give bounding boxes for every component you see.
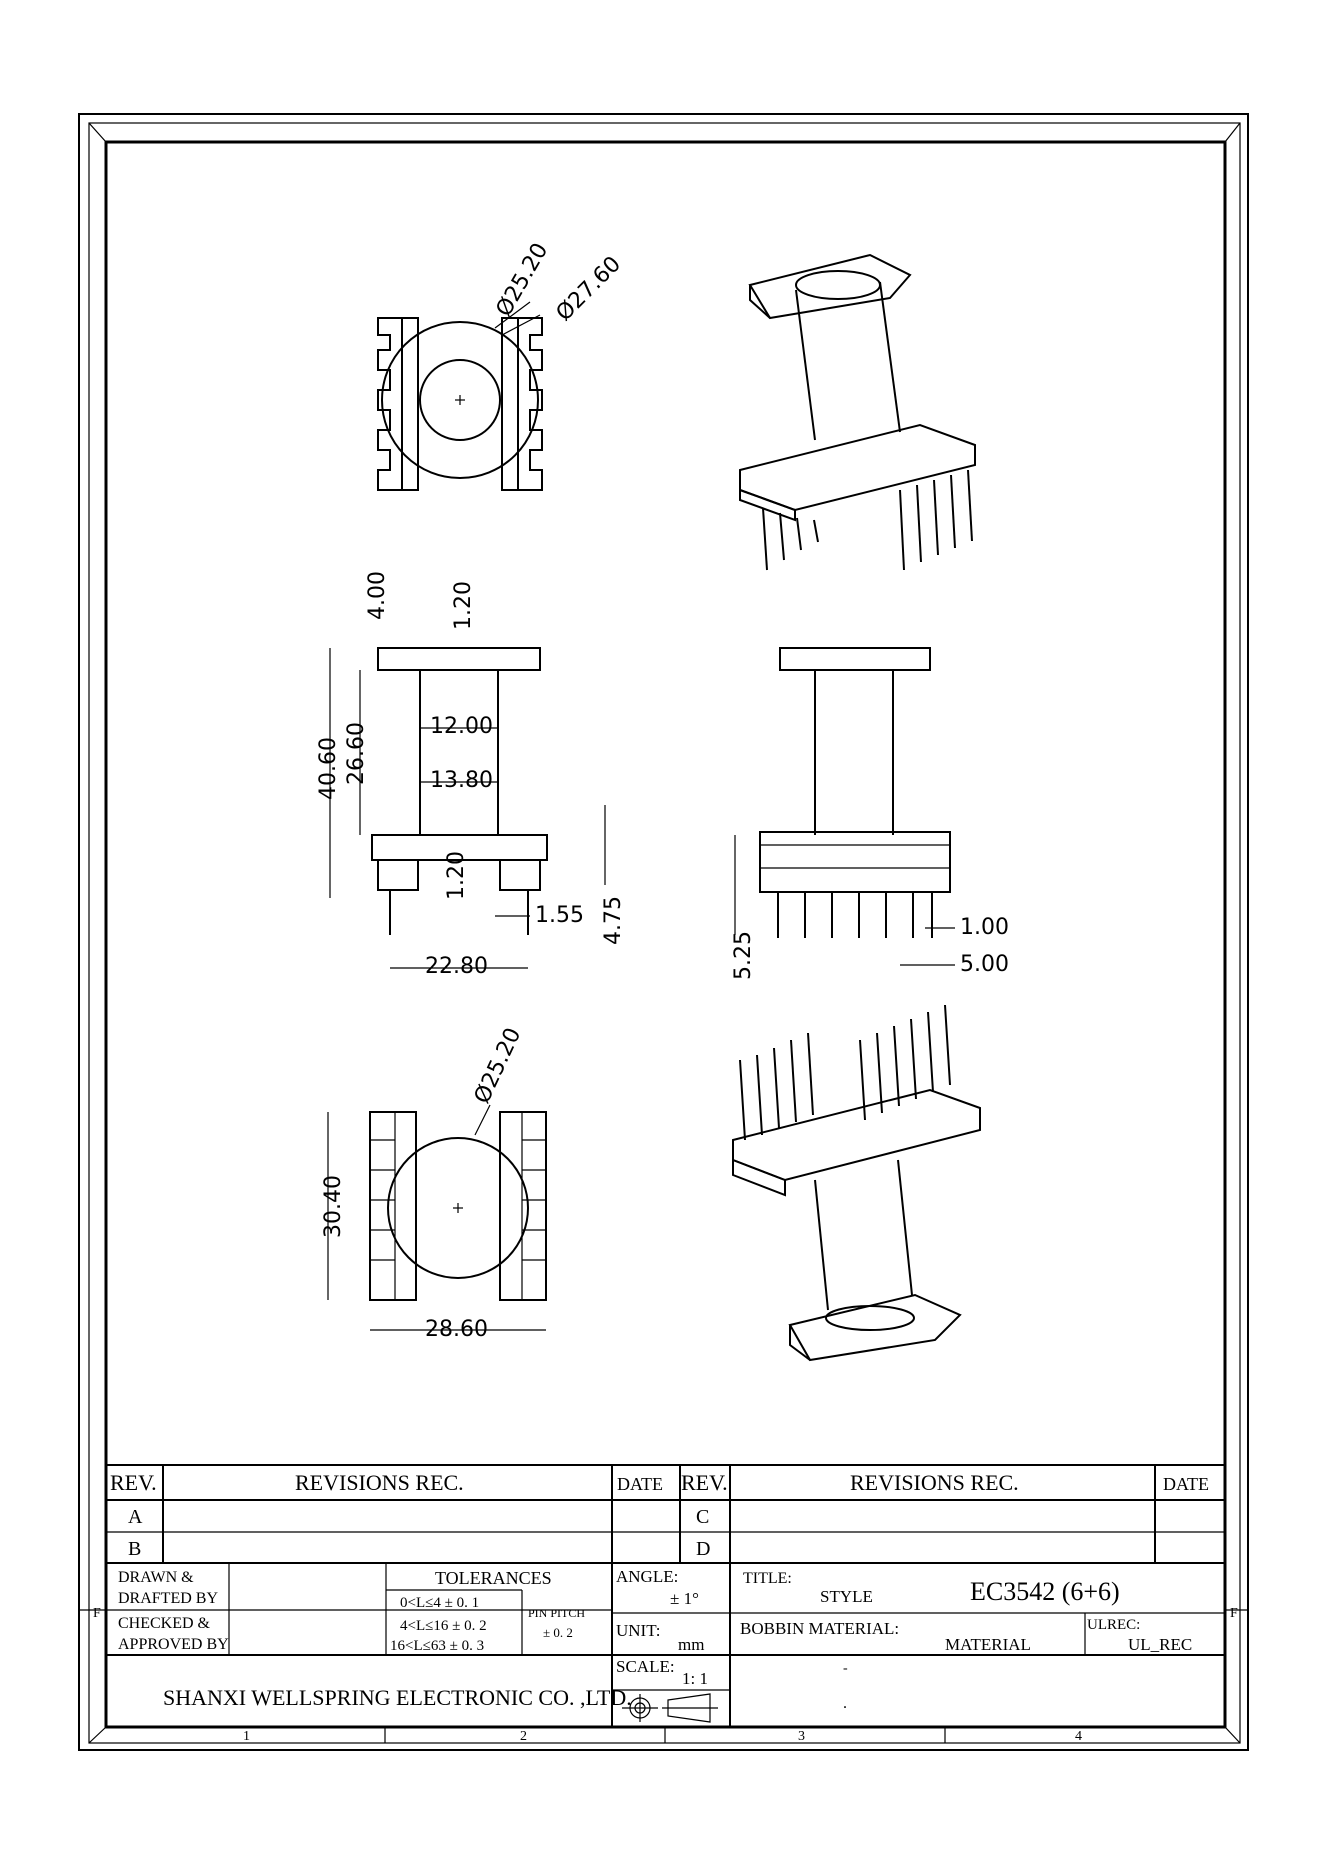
zone-number-3: 3	[798, 1729, 805, 1744]
pin-pitch-label: PIN PITCH	[528, 1606, 585, 1620]
revisions-header-left: REVISIONS REC.	[295, 1470, 464, 1495]
side-pin-pitch: 5.00	[960, 952, 1009, 977]
front-top-gap: 1.20	[451, 581, 476, 630]
front-inner-width: 12.00	[430, 714, 493, 739]
company-name: SHANXI WELLSPRING ELECTRONIC CO. ,LTD.	[163, 1685, 632, 1710]
top-inner-diameter: Ø25.20	[492, 239, 554, 321]
front-outer-width: 13.80	[430, 768, 493, 793]
unit-label: UNIT:	[616, 1621, 660, 1640]
rev-row-a: A	[128, 1506, 143, 1528]
bottom-diameter: Ø25.20	[470, 1024, 527, 1107]
rev-row-d: D	[696, 1538, 710, 1560]
zone-number-1: 1	[243, 1729, 250, 1744]
checked-label-2: APPROVED BY	[118, 1636, 229, 1653]
ulrec-value: UL_REC	[1128, 1635, 1192, 1654]
scale-value: 1: 1	[682, 1669, 708, 1688]
pin-pitch-tolerance: ± 0. 2	[543, 1625, 573, 1640]
title-block-text: REV. REVISIONS REC. DATE REV. REVISIONS …	[93, 1470, 1238, 1744]
revisions-header-right: REVISIONS REC.	[850, 1470, 1019, 1495]
front-base-height: 4.75	[601, 896, 626, 945]
angle-label: ANGLE:	[616, 1567, 678, 1586]
bobbin-material-label: BOBBIN MATERIAL:	[740, 1619, 899, 1638]
rev-header-right: REV.	[681, 1470, 728, 1495]
tol-row-2: 4<L≤16 ± 0. 2	[400, 1618, 487, 1634]
drawn-label-2: DRAFTED BY	[118, 1590, 218, 1607]
side-view: 5.25 1.00 5.00	[731, 647, 1009, 980]
unit-value: mm	[678, 1635, 704, 1654]
drawing-frame	[78, 113, 1249, 1751]
zone-letter-right: F	[1230, 1606, 1238, 1621]
top-view: Ø25.20 Ø27.60	[377, 239, 626, 491]
title-label: TITLE:	[743, 1570, 792, 1587]
part-number: EC3542 (6+6)	[970, 1577, 1120, 1606]
front-view: 4.00 1.20 40.60 26.60 12.00 13.80 1.20 1…	[316, 571, 626, 979]
projection-symbol-icon	[622, 1693, 718, 1723]
tol-row-3: 16<L≤63 ± 0. 3	[390, 1638, 484, 1654]
bottom-view: Ø25.20 30.40 28.60	[321, 1024, 547, 1342]
scale-label: SCALE:	[616, 1657, 675, 1676]
checked-label-1: CHECKED &	[118, 1615, 211, 1632]
rev-header-left: REV.	[110, 1470, 157, 1495]
zone-number-4: 4	[1075, 1729, 1082, 1744]
isometric-view-bottom	[732, 1004, 981, 1362]
date-header-right: DATE	[1163, 1474, 1209, 1494]
front-winding-height: 26.60	[344, 722, 369, 785]
drawn-label-1: DRAWN &	[118, 1569, 194, 1586]
style-label: STYLE	[820, 1587, 873, 1606]
title-block	[105, 1464, 1226, 1728]
bottom-width: 28.60	[425, 1317, 488, 1342]
tolerances-header: TOLERANCES	[435, 1568, 552, 1588]
rev-row-c: C	[696, 1506, 709, 1528]
front-pin-offset: 1.55	[535, 903, 584, 928]
ulrec-label: ULREC:	[1087, 1617, 1140, 1633]
side-pin-width: 1.00	[960, 915, 1009, 940]
tol-row-1: 0<L≤4 ± 0. 1	[400, 1595, 479, 1611]
zone-letter-left: F	[93, 1606, 101, 1621]
material-value: MATERIAL	[945, 1635, 1031, 1654]
front-total-height: 40.60	[316, 737, 341, 800]
front-bottom-gap: 1.20	[444, 851, 469, 900]
bottom-height: 30.40	[321, 1175, 346, 1238]
zone-number-2: 2	[520, 1729, 527, 1744]
rev-row-b: B	[128, 1538, 141, 1560]
side-pin-length: 5.25	[731, 931, 756, 980]
top-outer-diameter: Ø27.60	[552, 252, 626, 326]
isometric-view-top	[739, 253, 976, 571]
dot-mark: .	[843, 1695, 847, 1712]
front-base-width: 22.80	[425, 954, 488, 979]
front-top-flange: 4.00	[365, 571, 390, 620]
dash-mark: -	[843, 1661, 848, 1676]
date-header-left: DATE	[617, 1474, 663, 1494]
angle-value: ± 1°	[670, 1589, 699, 1608]
